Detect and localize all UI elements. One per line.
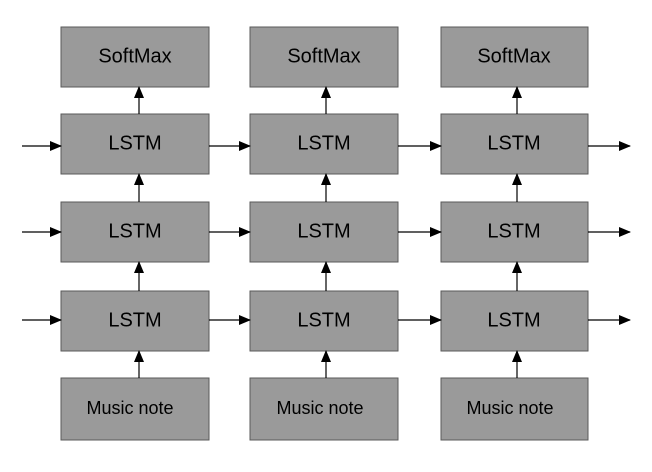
column-2: SoftMax LSTM LSTM LSTM Music note	[249, 26, 399, 441]
column-1: SoftMax LSTM LSTM LSTM Music note	[60, 26, 210, 441]
lstm-label: LSTM	[108, 309, 161, 331]
lstm-label: LSTM	[487, 132, 540, 154]
lstm-box-layer-3: LSTM	[440, 113, 589, 175]
softmax-box: SoftMax	[249, 26, 399, 88]
softmax-box: SoftMax	[60, 26, 210, 88]
music-note-box: Music note	[249, 377, 399, 441]
lstm-label: LSTM	[297, 309, 350, 331]
music-note-label: Music note	[276, 398, 363, 418]
lstm-box-layer-2: LSTM	[440, 201, 589, 263]
lstm-box-layer-2: LSTM	[249, 201, 399, 263]
vertical-arrows	[134, 86, 522, 378]
softmax-box: SoftMax	[440, 26, 589, 88]
music-note-label: Music note	[86, 398, 173, 418]
softmax-label: SoftMax	[98, 45, 171, 67]
music-note-label: Music note	[466, 398, 553, 418]
lstm-label: LSTM	[487, 220, 540, 242]
column-3: SoftMax LSTM LSTM LSTM Music note	[440, 26, 589, 441]
lstm-box-layer-1: LSTM	[249, 290, 399, 352]
softmax-label: SoftMax	[287, 45, 360, 67]
lstm-label: LSTM	[297, 220, 350, 242]
horizontal-arrows	[22, 141, 631, 325]
lstm-label: LSTM	[108, 132, 161, 154]
lstm-label: LSTM	[108, 220, 161, 242]
lstm-box-layer-1: LSTM	[60, 290, 210, 352]
music-note-box: Music note	[440, 377, 589, 441]
softmax-label: SoftMax	[477, 45, 550, 67]
lstm-label: LSTM	[297, 132, 350, 154]
music-note-box: Music note	[60, 377, 210, 441]
lstm-box-layer-3: LSTM	[249, 113, 399, 175]
lstm-label: LSTM	[487, 309, 540, 331]
lstm-box-layer-3: LSTM	[60, 113, 210, 175]
lstm-box-layer-1: LSTM	[440, 290, 589, 352]
lstm-box-layer-2: LSTM	[60, 201, 210, 263]
